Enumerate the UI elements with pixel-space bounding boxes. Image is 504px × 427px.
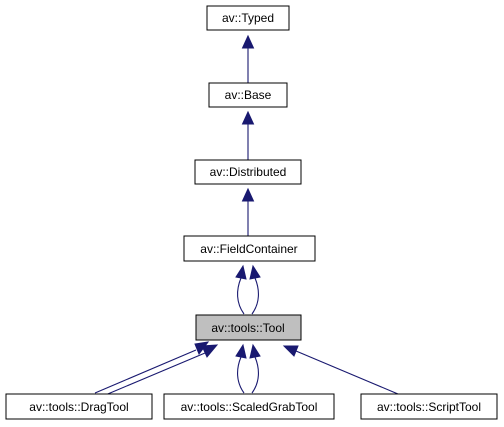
class-node-label: av::tools::Tool — [211, 321, 284, 335]
class-node-base[interactable]: av::Base — [208, 82, 288, 108]
edge-line-right — [251, 356, 259, 394]
edge-fieldcontainer-to-distributed — [241, 187, 255, 236]
edge-scripttool-to-tool — [282, 345, 399, 395]
class-node-label: av::Distributed — [210, 165, 287, 179]
class-node-label: av::tools::ScaledGrabTool — [181, 400, 318, 414]
edge-line-bottom — [102, 352, 206, 397]
class-node-dragtool[interactable]: av::tools::DragTool — [5, 393, 153, 420]
class-node-fieldcontainer[interactable]: av::FieldContainer — [183, 235, 316, 262]
edge-arrowhead-right — [249, 343, 261, 359]
edge-arrowhead — [241, 110, 255, 125]
edge-arrowhead — [282, 345, 299, 357]
edge-arrowhead-bottom — [201, 344, 219, 358]
edge-arrowhead-left — [235, 343, 247, 359]
edge-line-top — [94, 349, 197, 394]
edge-arrowhead — [241, 187, 255, 202]
edge-line-left — [237, 277, 245, 315]
edge-line — [295, 350, 399, 395]
edge-scaledgrabtool-to-tool — [235, 343, 261, 394]
class-node-typed[interactable]: av::Typed — [206, 5, 290, 31]
class-node-label: av::FieldContainer — [200, 242, 297, 256]
class-node-distributed[interactable]: av::Distributed — [194, 159, 302, 185]
edge-tool-to-fieldcontainer — [235, 264, 261, 315]
class-node-scripttool[interactable]: av::tools::ScriptTool — [360, 393, 498, 420]
nodes-layer: av::Typed av::Base av::Distributed av::F… — [5, 5, 498, 420]
class-node-label: av::tools::ScriptTool — [377, 400, 481, 414]
edge-arrowhead-right — [249, 264, 261, 280]
class-node-label: av::tools::DragTool — [29, 400, 128, 414]
class-node-label: av::Typed — [222, 11, 274, 25]
edge-line-right — [251, 277, 259, 315]
class-node-tool[interactable]: av::tools::Tool — [195, 314, 302, 341]
edge-distributed-to-base — [241, 110, 255, 160]
edge-base-to-typed — [241, 34, 255, 83]
class-node-label: av::Base — [225, 88, 272, 102]
edge-arrowhead — [241, 34, 255, 49]
edge-arrowhead-left — [235, 264, 247, 280]
class-node-scaledgrabtool[interactable]: av::tools::ScaledGrabTool — [163, 393, 335, 420]
edge-dragtool-to-tool — [94, 341, 219, 397]
edges-layer — [94, 34, 399, 397]
edge-line-left — [237, 356, 245, 394]
